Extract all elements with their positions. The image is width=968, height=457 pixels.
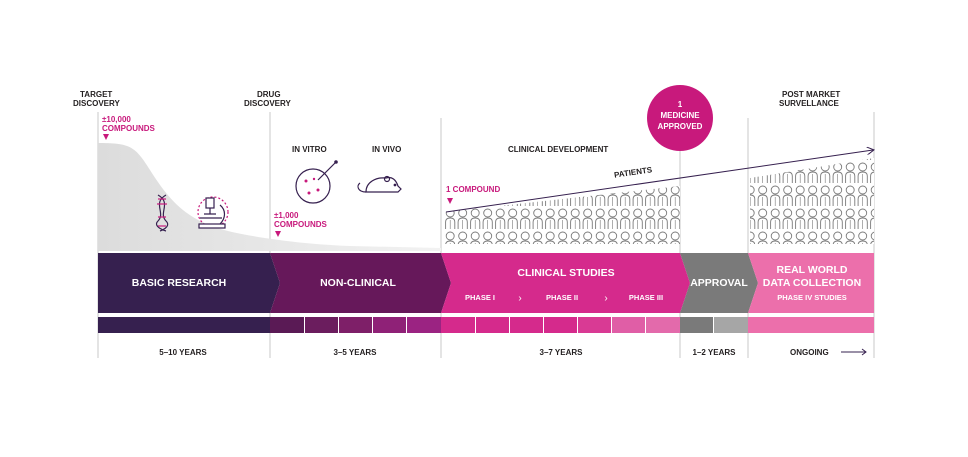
svg-text:TARGET: TARGET <box>80 90 112 99</box>
stage-clinical-studies <box>441 253 690 313</box>
svg-text:DISCOVERY: DISCOVERY <box>73 99 120 108</box>
compound-count-mid: ±1,000 COMPOUNDS <box>274 211 328 237</box>
svg-text:APPROVED: APPROVED <box>658 122 703 131</box>
approval-label: APPROVAL <box>690 277 748 289</box>
clinical-patients-area <box>444 186 680 244</box>
svg-text:POST MARKET: POST MARKET <box>782 90 840 99</box>
duration-ongoing: ONGOING <box>790 348 829 357</box>
svg-text:1: 1 <box>678 100 683 109</box>
duration-non-clinical: 3–5 YEARS <box>334 348 378 357</box>
svg-text:MEDICINE: MEDICINE <box>660 111 700 120</box>
compound-count-end: 1 COMPOUND <box>446 185 500 204</box>
patients-arrow <box>445 150 873 213</box>
post-market-patients-area <box>750 158 874 244</box>
milestone-target-discovery: TARGET DISCOVERY <box>73 90 120 108</box>
clinical-studies-label: CLINICAL STUDIES <box>517 267 614 279</box>
chevron-right-icon: › <box>518 293 521 304</box>
phase-2-label: PHASE II <box>546 293 578 302</box>
medicine-approved-badge: 1 MEDICINE APPROVED <box>647 85 713 151</box>
stage-non-clinical <box>270 253 451 313</box>
compound-funnel <box>98 143 441 251</box>
stage-bands <box>98 253 874 313</box>
phase-1-label: PHASE I <box>465 293 495 302</box>
dna-icon <box>156 194 169 232</box>
svg-text:±10,000: ±10,000 <box>102 115 131 124</box>
clinical-development-label: CLINICAL DEVELOPMENT <box>508 145 608 154</box>
compound-count-start: ±10,000 COMPOUNDS <box>102 115 156 140</box>
patients-label-group: PATIENTS <box>605 162 661 181</box>
phase-4-label: PHASE IV STUDIES <box>777 293 847 302</box>
microscope-icon <box>197 196 229 229</box>
in-vitro-label: IN VITRO <box>292 145 327 154</box>
in-vivo-label: IN VIVO <box>372 145 401 154</box>
stage-approval <box>680 253 758 313</box>
stage-real-world <box>748 253 874 313</box>
chevron-right-icon: › <box>604 293 607 304</box>
petri-dish-icon <box>295 160 338 204</box>
svg-text:COMPOUNDS: COMPOUNDS <box>102 124 156 133</box>
real-world-label-2: DATA COLLECTION <box>763 277 861 289</box>
non-clinical-label: NON-CLINICAL <box>320 277 396 289</box>
basic-research-label: BASIC RESEARCH <box>132 277 227 289</box>
timeline-bar <box>98 317 874 333</box>
mouse-icon <box>357 175 402 193</box>
patients-label: PATIENTS <box>613 165 653 180</box>
svg-text:DRUG: DRUG <box>257 90 281 99</box>
svg-text:COMPOUNDS: COMPOUNDS <box>274 220 328 229</box>
milestone-post-market: POST MARKET SURVELLANCE <box>779 90 840 108</box>
svg-text:DISCOVERY: DISCOVERY <box>244 99 291 108</box>
svg-text:1 COMPOUND: 1 COMPOUND <box>446 185 500 194</box>
stage-basic-research <box>98 253 280 313</box>
duration-basic: 5–10 YEARS <box>159 348 207 357</box>
duration-approval: 1–2 YEARS <box>693 348 737 357</box>
milestone-drug-discovery: DRUG DISCOVERY <box>244 90 291 108</box>
duration-clinical: 3–7 YEARS <box>540 348 584 357</box>
real-world-label-1: REAL WORLD <box>777 264 848 276</box>
svg-text:SURVELLANCE: SURVELLANCE <box>779 99 840 108</box>
arrow-right-icon <box>841 348 867 356</box>
phase-3-label: PHASE III <box>629 293 663 302</box>
svg-text:±1,000: ±1,000 <box>274 211 299 220</box>
